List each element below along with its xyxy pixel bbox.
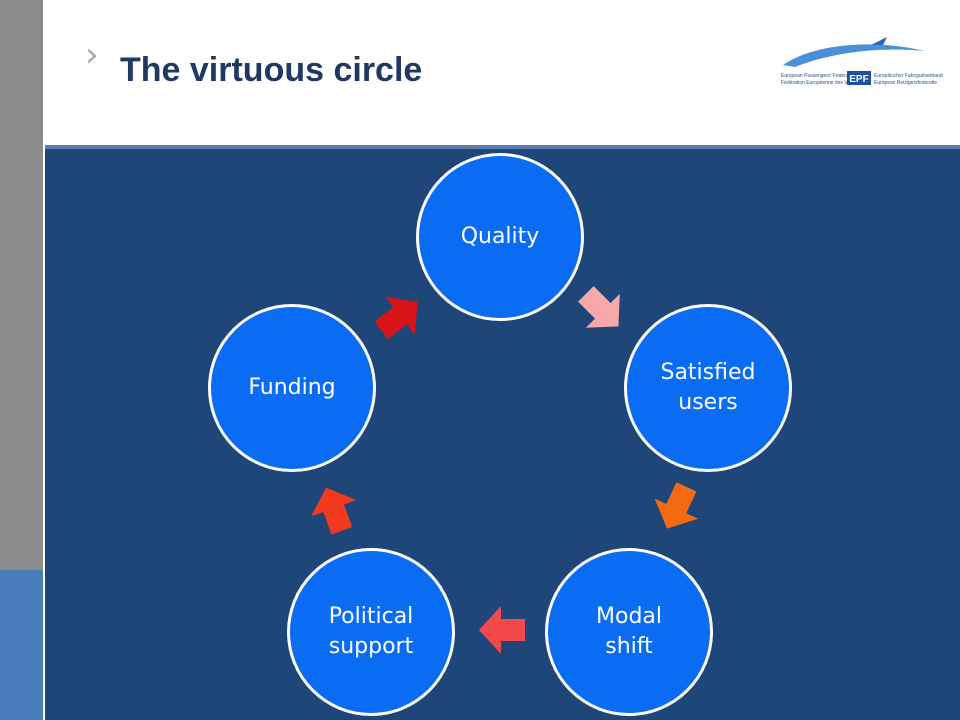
logo-swoosh xyxy=(783,44,925,67)
slide-title: The virtuous circle xyxy=(120,51,423,89)
epf-logo: European Passengers' Federation Fédérati… xyxy=(781,37,943,86)
node-satisfied-users: Satisfied users xyxy=(624,304,792,472)
arrow-quality-to-satisfied xyxy=(578,286,620,328)
node-political-support: Political support xyxy=(287,548,455,716)
node-quality-label: Quality xyxy=(460,224,540,250)
node-modal-shift: Modal shift xyxy=(545,548,713,716)
node-modal-shift-label: Modal shift xyxy=(596,604,662,659)
left-accent-bar-middle xyxy=(0,148,43,570)
logo-swoosh-accent xyxy=(871,37,887,45)
logo-mark: EPF xyxy=(849,74,868,85)
slide-header xyxy=(45,0,960,145)
chevron-right-icon: › xyxy=(85,35,99,75)
node-quality: Quality xyxy=(416,153,584,321)
logo-mark-box xyxy=(847,71,871,85)
logo-line-left-1: European Passengers' Federation xyxy=(781,73,857,79)
node-funding: Funding xyxy=(208,304,376,472)
left-accent-bar-bottom xyxy=(0,570,43,720)
arrow-political-to-funding xyxy=(311,487,357,535)
node-political-support-label: Political support xyxy=(328,604,414,659)
arrow-funding-to-quality xyxy=(374,296,418,339)
logo-line-left-2: Fédération Européenne des Voyageurs xyxy=(781,80,869,86)
logo-line-right-1: Europäischer Fahrgastverband xyxy=(874,73,943,79)
arrow-satisfied-to-modal xyxy=(654,482,699,529)
node-funding-label: Funding xyxy=(248,375,336,401)
left-accent-bar-top xyxy=(0,0,43,148)
logo-line-right-2: Europese Reizigersfederatie xyxy=(874,80,937,86)
node-satisfied-users-label: Satisfied users xyxy=(660,360,756,415)
arrow-modal-to-political xyxy=(479,606,525,654)
header-divider xyxy=(45,145,960,149)
